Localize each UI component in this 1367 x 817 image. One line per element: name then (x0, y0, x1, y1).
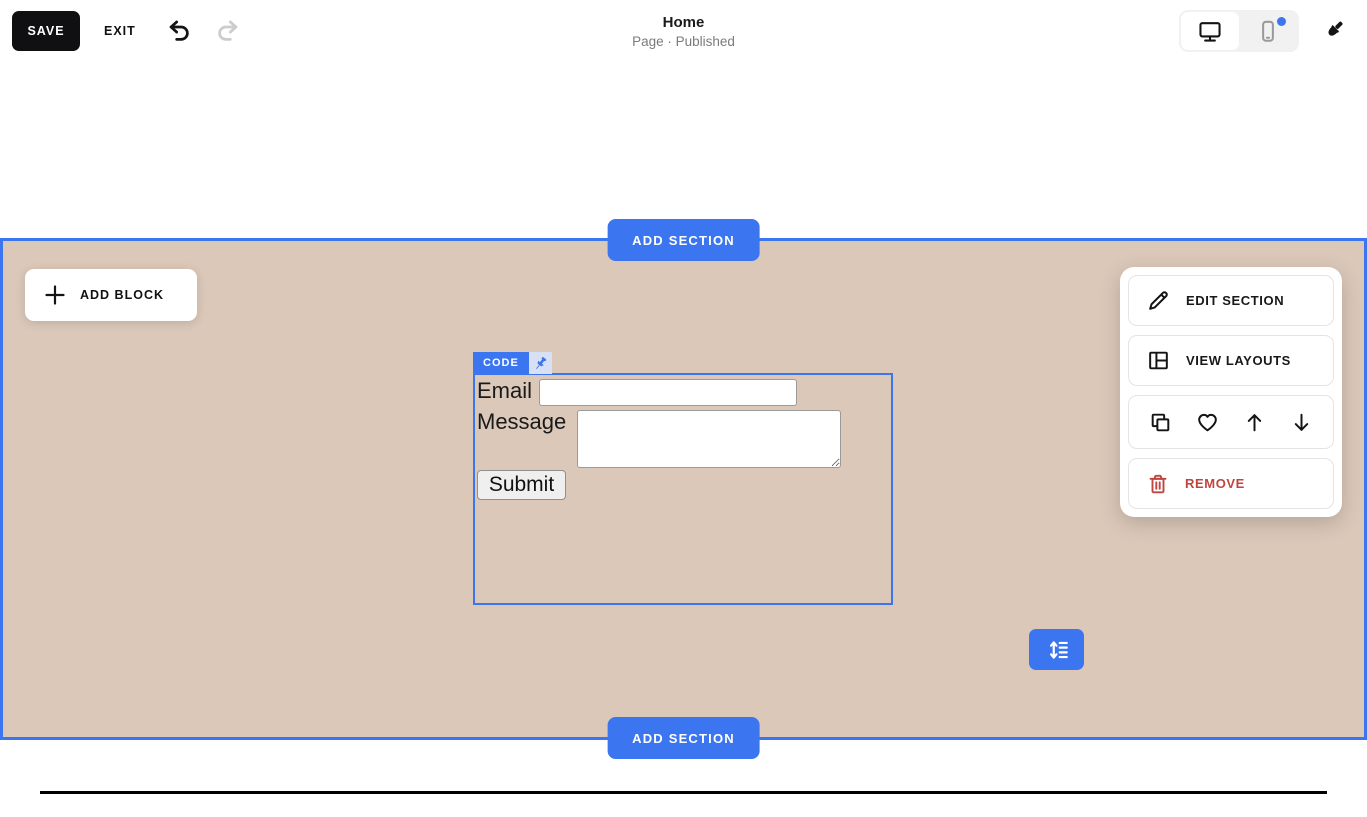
arrow-up-icon (1242, 410, 1267, 435)
message-label: Message (477, 409, 567, 434)
page-title: Home (662, 13, 705, 31)
paintbrush-icon (1319, 17, 1347, 45)
row-spacing-button[interactable] (1029, 629, 1084, 670)
pushpin-icon[interactable] (528, 352, 552, 374)
exit-button[interactable]: EXIT (88, 14, 152, 48)
mobile-preview-button[interactable] (1239, 12, 1297, 50)
remove-section-button[interactable]: REMOVE (1128, 458, 1334, 509)
next-section-divider (40, 791, 1327, 794)
duplicate-section-button[interactable] (1144, 405, 1178, 439)
edit-section-button[interactable]: EDIT SECTION (1128, 275, 1334, 326)
edit-section-label: EDIT SECTION (1186, 293, 1285, 308)
add-block-button[interactable]: ADD BLOCK (25, 269, 197, 321)
plus-icon (43, 283, 67, 307)
heart-icon (1195, 410, 1220, 435)
mobile-phone-icon (1255, 18, 1281, 44)
view-layouts-button[interactable]: VIEW LAYOUTS (1128, 335, 1334, 386)
site-styles-button[interactable] (1313, 11, 1353, 51)
desktop-monitor-icon (1197, 18, 1223, 44)
section-menu: EDIT SECTION VIEW LAYOUTS (1120, 267, 1342, 517)
email-input[interactable] (539, 379, 797, 406)
redo-icon[interactable] (208, 11, 248, 51)
message-textarea[interactable] (577, 410, 841, 468)
device-preview-toggle (1179, 10, 1299, 52)
submit-button[interactable]: Submit (477, 470, 566, 500)
page-status: Page · Published (632, 33, 735, 49)
vertical-spacing-icon (1044, 637, 1070, 663)
move-section-up-button[interactable] (1238, 405, 1272, 439)
code-block-badge: CODE (473, 352, 529, 374)
code-block[interactable]: Email Message Submit (473, 373, 893, 605)
code-block-header: CODE (473, 352, 552, 374)
save-button[interactable]: SAVE (12, 11, 80, 51)
mobile-notification-dot (1277, 17, 1286, 26)
email-label: Email (477, 378, 533, 403)
view-layouts-label: VIEW LAYOUTS (1186, 353, 1291, 368)
layout-columns-icon (1146, 348, 1171, 373)
undo-icon[interactable] (160, 11, 200, 51)
arrow-down-icon (1289, 410, 1314, 435)
add-block-label: ADD BLOCK (80, 288, 164, 302)
pencil-icon (1146, 288, 1171, 313)
trash-icon (1146, 472, 1170, 496)
remove-section-label: REMOVE (1185, 476, 1245, 491)
add-section-button-top[interactable]: ADD SECTION (607, 219, 760, 261)
save-section-button[interactable] (1191, 405, 1225, 439)
duplicate-icon (1148, 410, 1173, 435)
move-section-down-button[interactable] (1285, 405, 1319, 439)
section-actions-row (1128, 395, 1334, 449)
desktop-preview-button[interactable] (1181, 12, 1239, 50)
editor-topbar: SAVE EXIT Home Page · Published (0, 0, 1367, 62)
add-section-button-bottom[interactable]: ADD SECTION (607, 717, 760, 759)
